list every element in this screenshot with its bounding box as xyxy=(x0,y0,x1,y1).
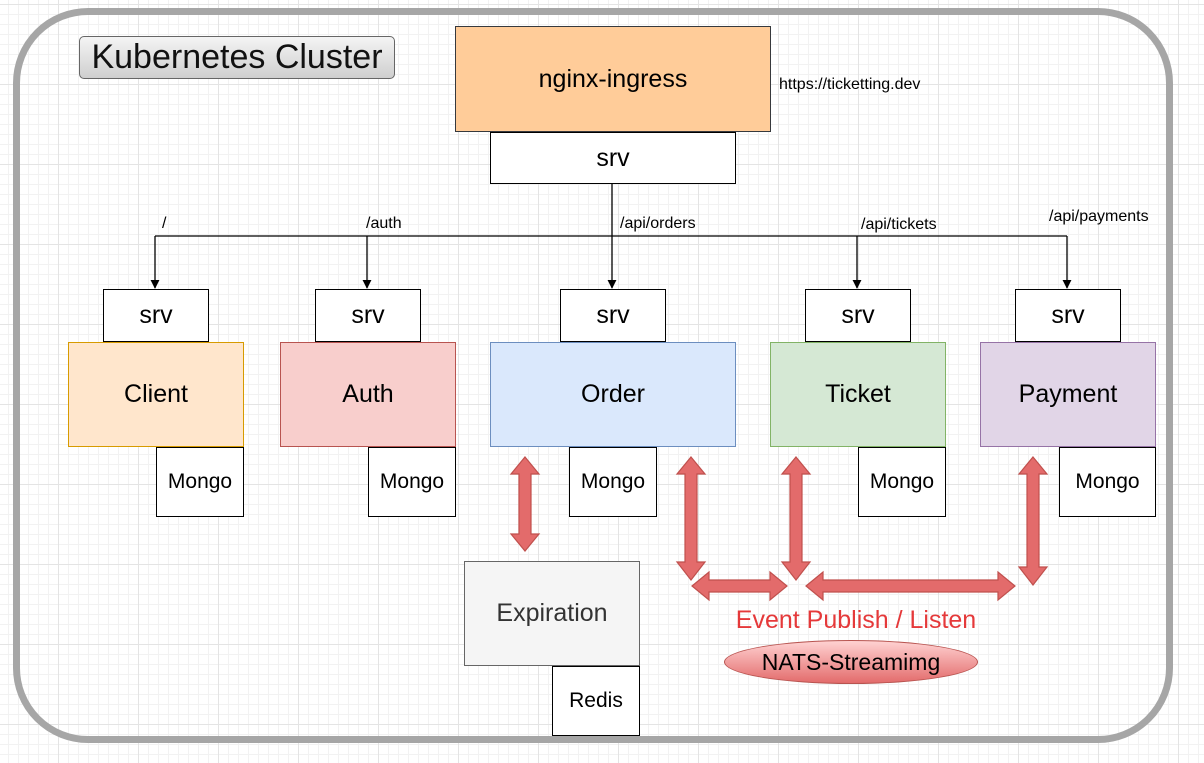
double-arrow-events-right xyxy=(805,570,1016,602)
auth-srv-box: srv xyxy=(315,289,421,342)
route-label-auth: /auth xyxy=(366,215,402,232)
cluster-title: Kubernetes Cluster xyxy=(79,36,395,79)
ingress-srv-box: srv xyxy=(490,132,736,184)
route-label-tickets: /api/tickets xyxy=(861,216,937,233)
client-mongo-box: Mongo xyxy=(156,447,244,517)
payment-mongo-box: Mongo xyxy=(1059,447,1156,517)
payment-srv-box: srv xyxy=(1015,289,1121,342)
double-arrow-events-left xyxy=(691,570,788,602)
expiration-redis-box: Redis xyxy=(552,666,640,736)
route-label-client: / xyxy=(162,215,167,232)
auth-service-box: Auth xyxy=(280,342,456,447)
arrow-order-events xyxy=(675,456,707,581)
order-service-box: Order xyxy=(490,342,736,447)
route-label-payments: /api/payments xyxy=(1049,208,1149,225)
client-service-box: Client xyxy=(68,342,244,447)
event-publish-listen-label: Event Publish / Listen xyxy=(735,606,977,634)
order-mongo-box: Mongo xyxy=(569,447,657,517)
order-srv-box: srv xyxy=(560,289,666,342)
expiration-service-box: Expiration xyxy=(464,561,640,666)
ticket-mongo-box: Mongo xyxy=(858,447,946,517)
nginx-ingress-box: nginx-ingress xyxy=(455,26,771,132)
arrow-payment-events xyxy=(1017,456,1049,586)
arrow-ticket-events xyxy=(780,456,812,581)
client-srv-box: srv xyxy=(103,289,209,342)
kubernetes-cluster-boundary xyxy=(13,8,1173,743)
ingress-url-label: https://ticketting.dev xyxy=(779,76,921,93)
route-label-orders: /api/orders xyxy=(620,215,696,232)
ticket-service-box: Ticket xyxy=(770,342,946,447)
nats-streaming-ellipse: NATS-Streamimg xyxy=(724,640,978,684)
double-arrow-order-expiration xyxy=(509,456,541,552)
payment-service-box: Payment xyxy=(980,342,1156,447)
auth-mongo-box: Mongo xyxy=(368,447,456,517)
ticket-srv-box: srv xyxy=(805,289,911,342)
